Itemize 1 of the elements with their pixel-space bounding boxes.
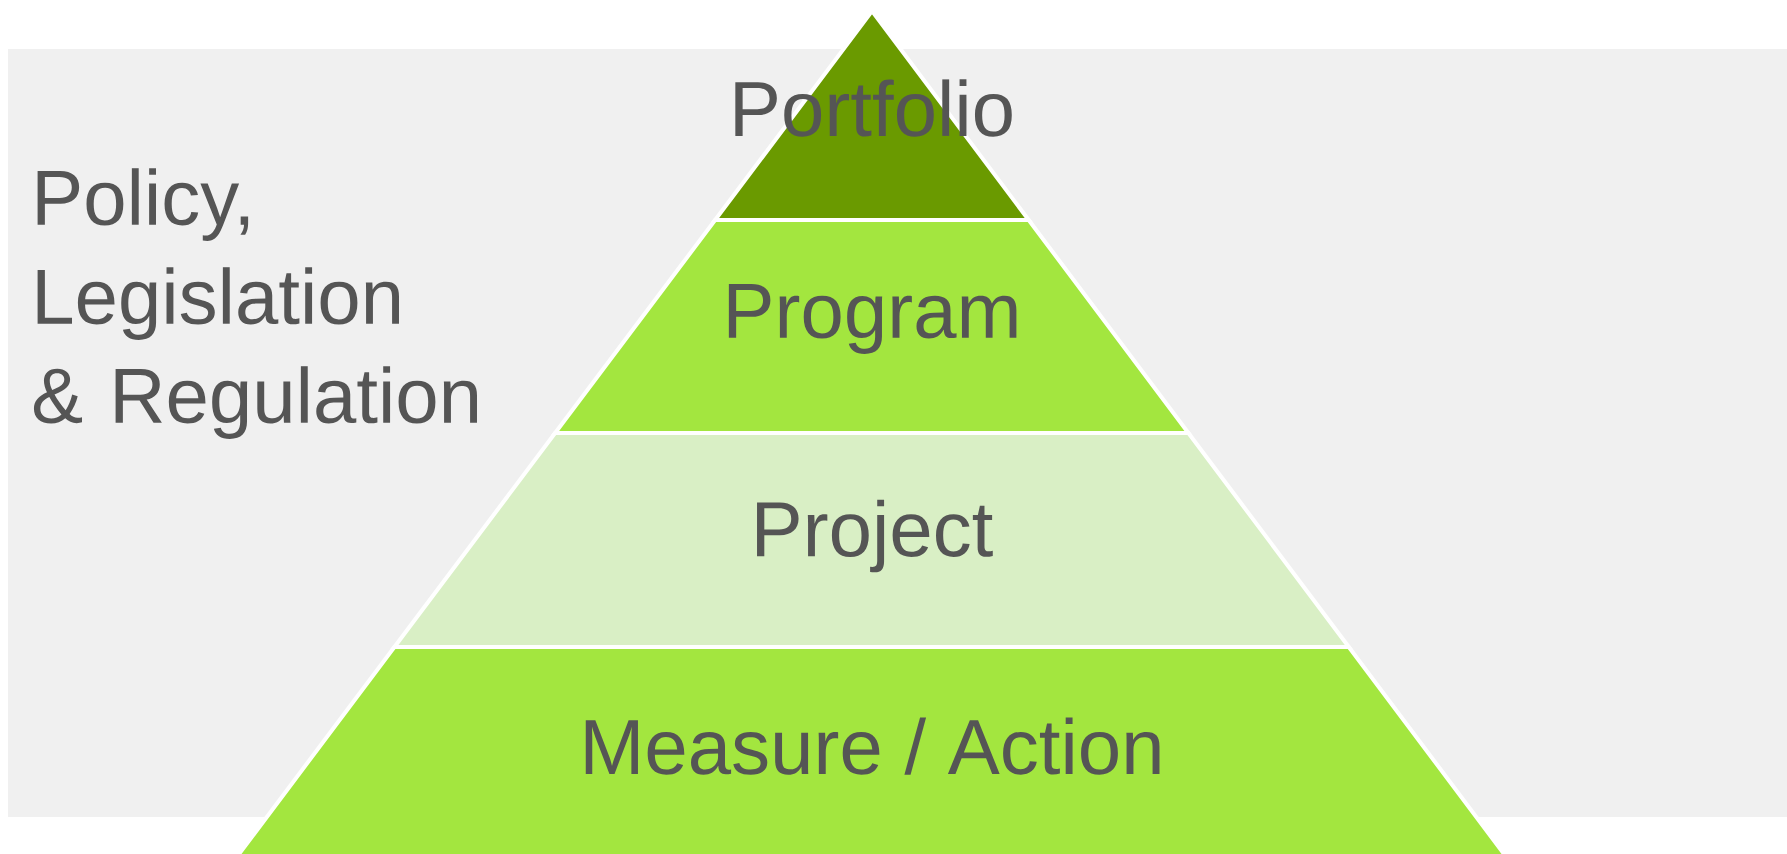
side-label: Policy, Legislation & Regulation (33, 168, 477, 439)
